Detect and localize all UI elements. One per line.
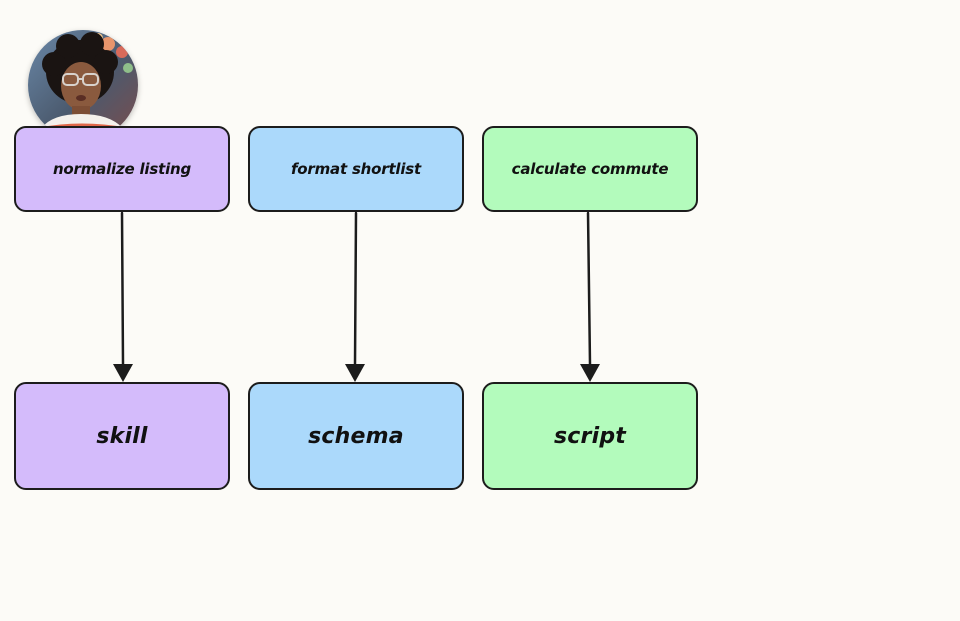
node-label: script	[554, 423, 626, 449]
node-schema: schema	[248, 382, 464, 490]
node-script: script	[482, 382, 698, 490]
node-format-shortlist: format shortlist	[248, 126, 464, 212]
node-label: calculate commute	[511, 160, 669, 178]
node-calculate-commute: calculate commute	[482, 126, 698, 212]
node-label: schema	[308, 423, 404, 449]
node-label: normalize listing	[52, 160, 192, 178]
node-label: skill	[96, 423, 148, 449]
node-skill: skill	[14, 382, 230, 490]
arrow-skill	[113, 211, 133, 382]
node-label: format shortlist	[290, 160, 422, 178]
arrow-schema	[345, 211, 365, 382]
arrow-script	[580, 211, 600, 382]
node-normalize-listing: normalize listing	[14, 126, 230, 212]
